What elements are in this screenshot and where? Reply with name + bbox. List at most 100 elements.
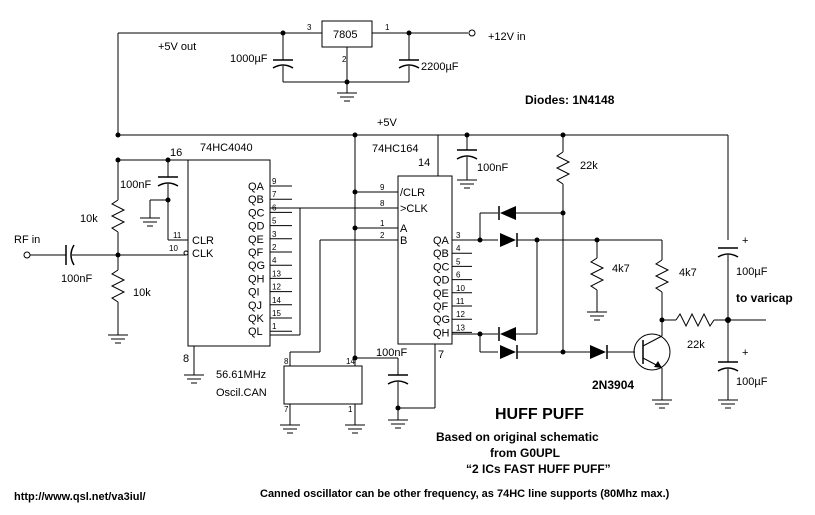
cap-1000uf-label: 1000µF xyxy=(230,53,268,65)
reg-pin-in: 1 xyxy=(385,23,390,32)
ic4040-output-pin: 9 xyxy=(272,177,277,186)
ic164-output-label: QF xyxy=(433,301,449,313)
ic164-output-pin: 13 xyxy=(456,323,465,332)
ic4040-output-pin: 3 xyxy=(272,230,277,239)
ic164-output-label: QC xyxy=(433,261,450,273)
ic4040-output-pin: 15 xyxy=(272,309,281,318)
reg-pin-out: 3 xyxy=(307,23,312,32)
regulator-section: 7805 3 1 2 +5V out 1000µF 2200µF +12V in xyxy=(118,20,526,102)
ic164-input-pin: 1 xyxy=(380,219,385,228)
plus-2: + xyxy=(742,347,748,359)
r2-label: 10k xyxy=(133,287,151,299)
r-out-label: 22k xyxy=(687,339,705,351)
r-4k7b-label: 4k7 xyxy=(679,267,697,279)
osc-pin-gnd1: 7 xyxy=(284,405,289,414)
ic164-output-pin: 12 xyxy=(456,310,465,319)
ic164-output-label: QE xyxy=(433,288,449,300)
cap-4040-label: 100nF xyxy=(120,179,151,191)
plus-1: + xyxy=(742,235,748,247)
ic4040-output-pin: 14 xyxy=(272,296,281,305)
ic164-output-pin: 4 xyxy=(456,244,461,253)
regulator-label: 7805 xyxy=(333,29,357,41)
ic164-name: 74HC164 xyxy=(372,143,418,155)
ic4040-output-label: QL xyxy=(248,326,263,338)
ic4040-output-label: QF xyxy=(248,247,264,259)
ic4040-output-pin: 1 xyxy=(272,322,277,331)
ic4040-output-label: QJ xyxy=(248,300,262,312)
osc-pin-vcc: 14 xyxy=(346,357,355,366)
ic4040-output-pin: 7 xyxy=(272,190,277,199)
ic164-output-pin: 3 xyxy=(456,231,461,240)
osc-pin-out: 8 xyxy=(284,357,289,366)
ic164-output-pin: 10 xyxy=(456,284,465,293)
ic164-output-label: QG xyxy=(433,314,450,326)
ic4040-output-pin: 13 xyxy=(272,269,281,278)
ic164-input-pin: 9 xyxy=(380,183,385,192)
rf-in-terminal xyxy=(23,251,31,259)
rf-input: 10k 10k RF in 100nF xyxy=(14,160,189,344)
ic4040-output-pin: 5 xyxy=(272,217,277,226)
to-varicap-label: to varicap xyxy=(736,291,793,305)
ic4040-clr-pin: 11 xyxy=(173,231,182,240)
url-label: http://www.qsl.net/va3iul/ xyxy=(14,491,146,503)
oscillator-can: 56.61MHz Oscil.CAN 8 14 7 1 xyxy=(216,357,365,434)
diodes-label: Diodes: 1N4148 xyxy=(525,93,615,107)
plus5v-out-label: +5V out xyxy=(158,41,196,53)
ic4040-clk-pin: 10 xyxy=(169,244,178,253)
ic4040-output-label: QH xyxy=(248,273,265,285)
ic4040-output-pin: 2 xyxy=(272,243,277,252)
osc-name: Oscil.CAN xyxy=(216,387,267,399)
cap-164-supply: 100nF xyxy=(456,135,508,189)
ic4040-output-label: QC xyxy=(248,207,265,219)
ic4040-vcc-pin: 16 xyxy=(170,147,182,159)
ic4040-name: 74HC4040 xyxy=(200,142,253,154)
cap-164b-label: 100nF xyxy=(376,347,407,359)
ic4040-gnd-pin: 8 xyxy=(183,353,189,365)
ic164-input-label: B xyxy=(400,235,407,247)
cap-v1-label: 100µF xyxy=(736,266,768,278)
ic164-input-label: >CLK xyxy=(400,203,428,215)
ic4040-output-pin: 4 xyxy=(272,256,277,265)
ic164-input-label: A xyxy=(400,223,408,235)
ic4040-output-label: QA xyxy=(248,181,265,193)
ic164-output-label: QH xyxy=(433,327,450,339)
ic4040-output-label: QI xyxy=(248,287,260,299)
reg-pin-gnd: 2 xyxy=(342,55,347,64)
ic4040-output-label: QK xyxy=(248,313,265,325)
ic4040-output-label: QB xyxy=(248,194,264,206)
diode-network: 22k xyxy=(452,135,697,359)
huff-puff-title: HUFF PUFF xyxy=(495,406,584,423)
ic164-input-pin: 8 xyxy=(380,199,385,208)
cap-rf-label: 100nF xyxy=(61,273,92,285)
cap-164-label: 100nF xyxy=(477,162,508,174)
cap-v2-label: 100µF xyxy=(736,376,768,388)
notes-line3: “2 ICs FAST HUFF PUFF” xyxy=(466,462,611,476)
regulator-7805 xyxy=(321,20,373,48)
ic4040-clk: CLK xyxy=(192,248,214,260)
osc-freq: 56.61MHz xyxy=(216,369,266,381)
ic164-gnd-pin: 7 xyxy=(438,349,444,361)
transistor-label: 2N3904 xyxy=(592,378,634,392)
ic164-output-pin: 6 xyxy=(456,271,461,280)
notes-line1: Based on original schematic xyxy=(436,430,599,444)
ic164-wiring: 100nF xyxy=(270,135,409,429)
ic4040-output-label: QE xyxy=(248,234,264,246)
ic164-output-label: QD xyxy=(433,275,450,287)
plus12v-label: +12V in xyxy=(488,31,526,43)
output-section: 22k to varicap + 100µF + 100µF xyxy=(662,235,793,409)
ic164-output-pin: 11 xyxy=(456,297,465,306)
ic164-output-pin: 5 xyxy=(456,257,461,266)
ic4040-clr: CLR xyxy=(192,235,214,247)
ic4040-output-label: QG xyxy=(248,260,265,272)
rf-in-label: RF in xyxy=(14,234,40,246)
r-pullup-label: 22k xyxy=(580,160,598,172)
transistor-2n3904: 2N3904 xyxy=(592,333,672,409)
ic164-vcc-pin: 14 xyxy=(418,157,430,169)
cap-2200uf-label: 2200µF xyxy=(421,61,459,73)
ic4040-output-pin: 12 xyxy=(272,283,281,292)
